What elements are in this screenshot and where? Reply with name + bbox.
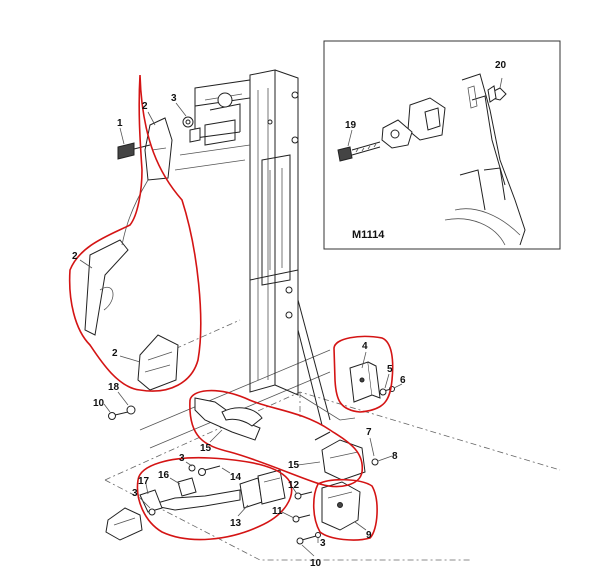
callout-10: 10 bbox=[310, 558, 322, 569]
callout-1: 1 bbox=[117, 118, 123, 129]
callout-labels: 1 2 3 2 2 18 10 4 5 6 7 8 15 15 3 16 14 … bbox=[72, 93, 406, 569]
seat-frame bbox=[174, 69, 356, 426]
red-highlight-outlines bbox=[68, 74, 394, 541]
callout-13: 13 bbox=[230, 518, 242, 529]
callout-16: 16 bbox=[158, 470, 170, 481]
leader-lines bbox=[79, 102, 403, 557]
callout-6: 6 bbox=[400, 375, 406, 386]
shoulder-belt-assembly bbox=[84, 116, 194, 420]
callout-10: 10 bbox=[93, 398, 105, 409]
callout-3: 3 bbox=[132, 488, 138, 499]
callout-8: 8 bbox=[392, 451, 398, 462]
callout-20: 20 bbox=[495, 60, 507, 71]
callout-3: 3 bbox=[320, 538, 326, 549]
callout-5: 5 bbox=[387, 364, 393, 375]
lap-belt-assembly bbox=[194, 397, 379, 481]
callout-11: 11 bbox=[272, 506, 283, 517]
bracket-assembly-right bbox=[349, 361, 396, 403]
callout-3: 3 bbox=[179, 453, 185, 464]
callout-15: 15 bbox=[200, 443, 212, 454]
callout-3: 3 bbox=[171, 93, 177, 104]
callout-17: 17 bbox=[138, 476, 150, 487]
callout-12: 12 bbox=[288, 480, 300, 491]
inset-detail: 19 20 M1114 bbox=[323, 40, 561, 250]
callout-2: 2 bbox=[72, 251, 78, 262]
callout-2: 2 bbox=[112, 348, 118, 359]
buckle-strap-assembly bbox=[105, 464, 286, 541]
callout-4: 4 bbox=[362, 341, 368, 352]
inset-figure-code: M1114 bbox=[352, 229, 385, 241]
callout-18: 18 bbox=[108, 382, 120, 393]
callout-9: 9 bbox=[366, 530, 372, 541]
callout-14: 14 bbox=[230, 472, 242, 483]
callout-2: 2 bbox=[142, 101, 148, 112]
callout-7: 7 bbox=[366, 427, 372, 438]
lower-bracket-assembly bbox=[292, 481, 361, 545]
callout-15: 15 bbox=[288, 460, 300, 471]
callout-19: 19 bbox=[345, 120, 357, 131]
